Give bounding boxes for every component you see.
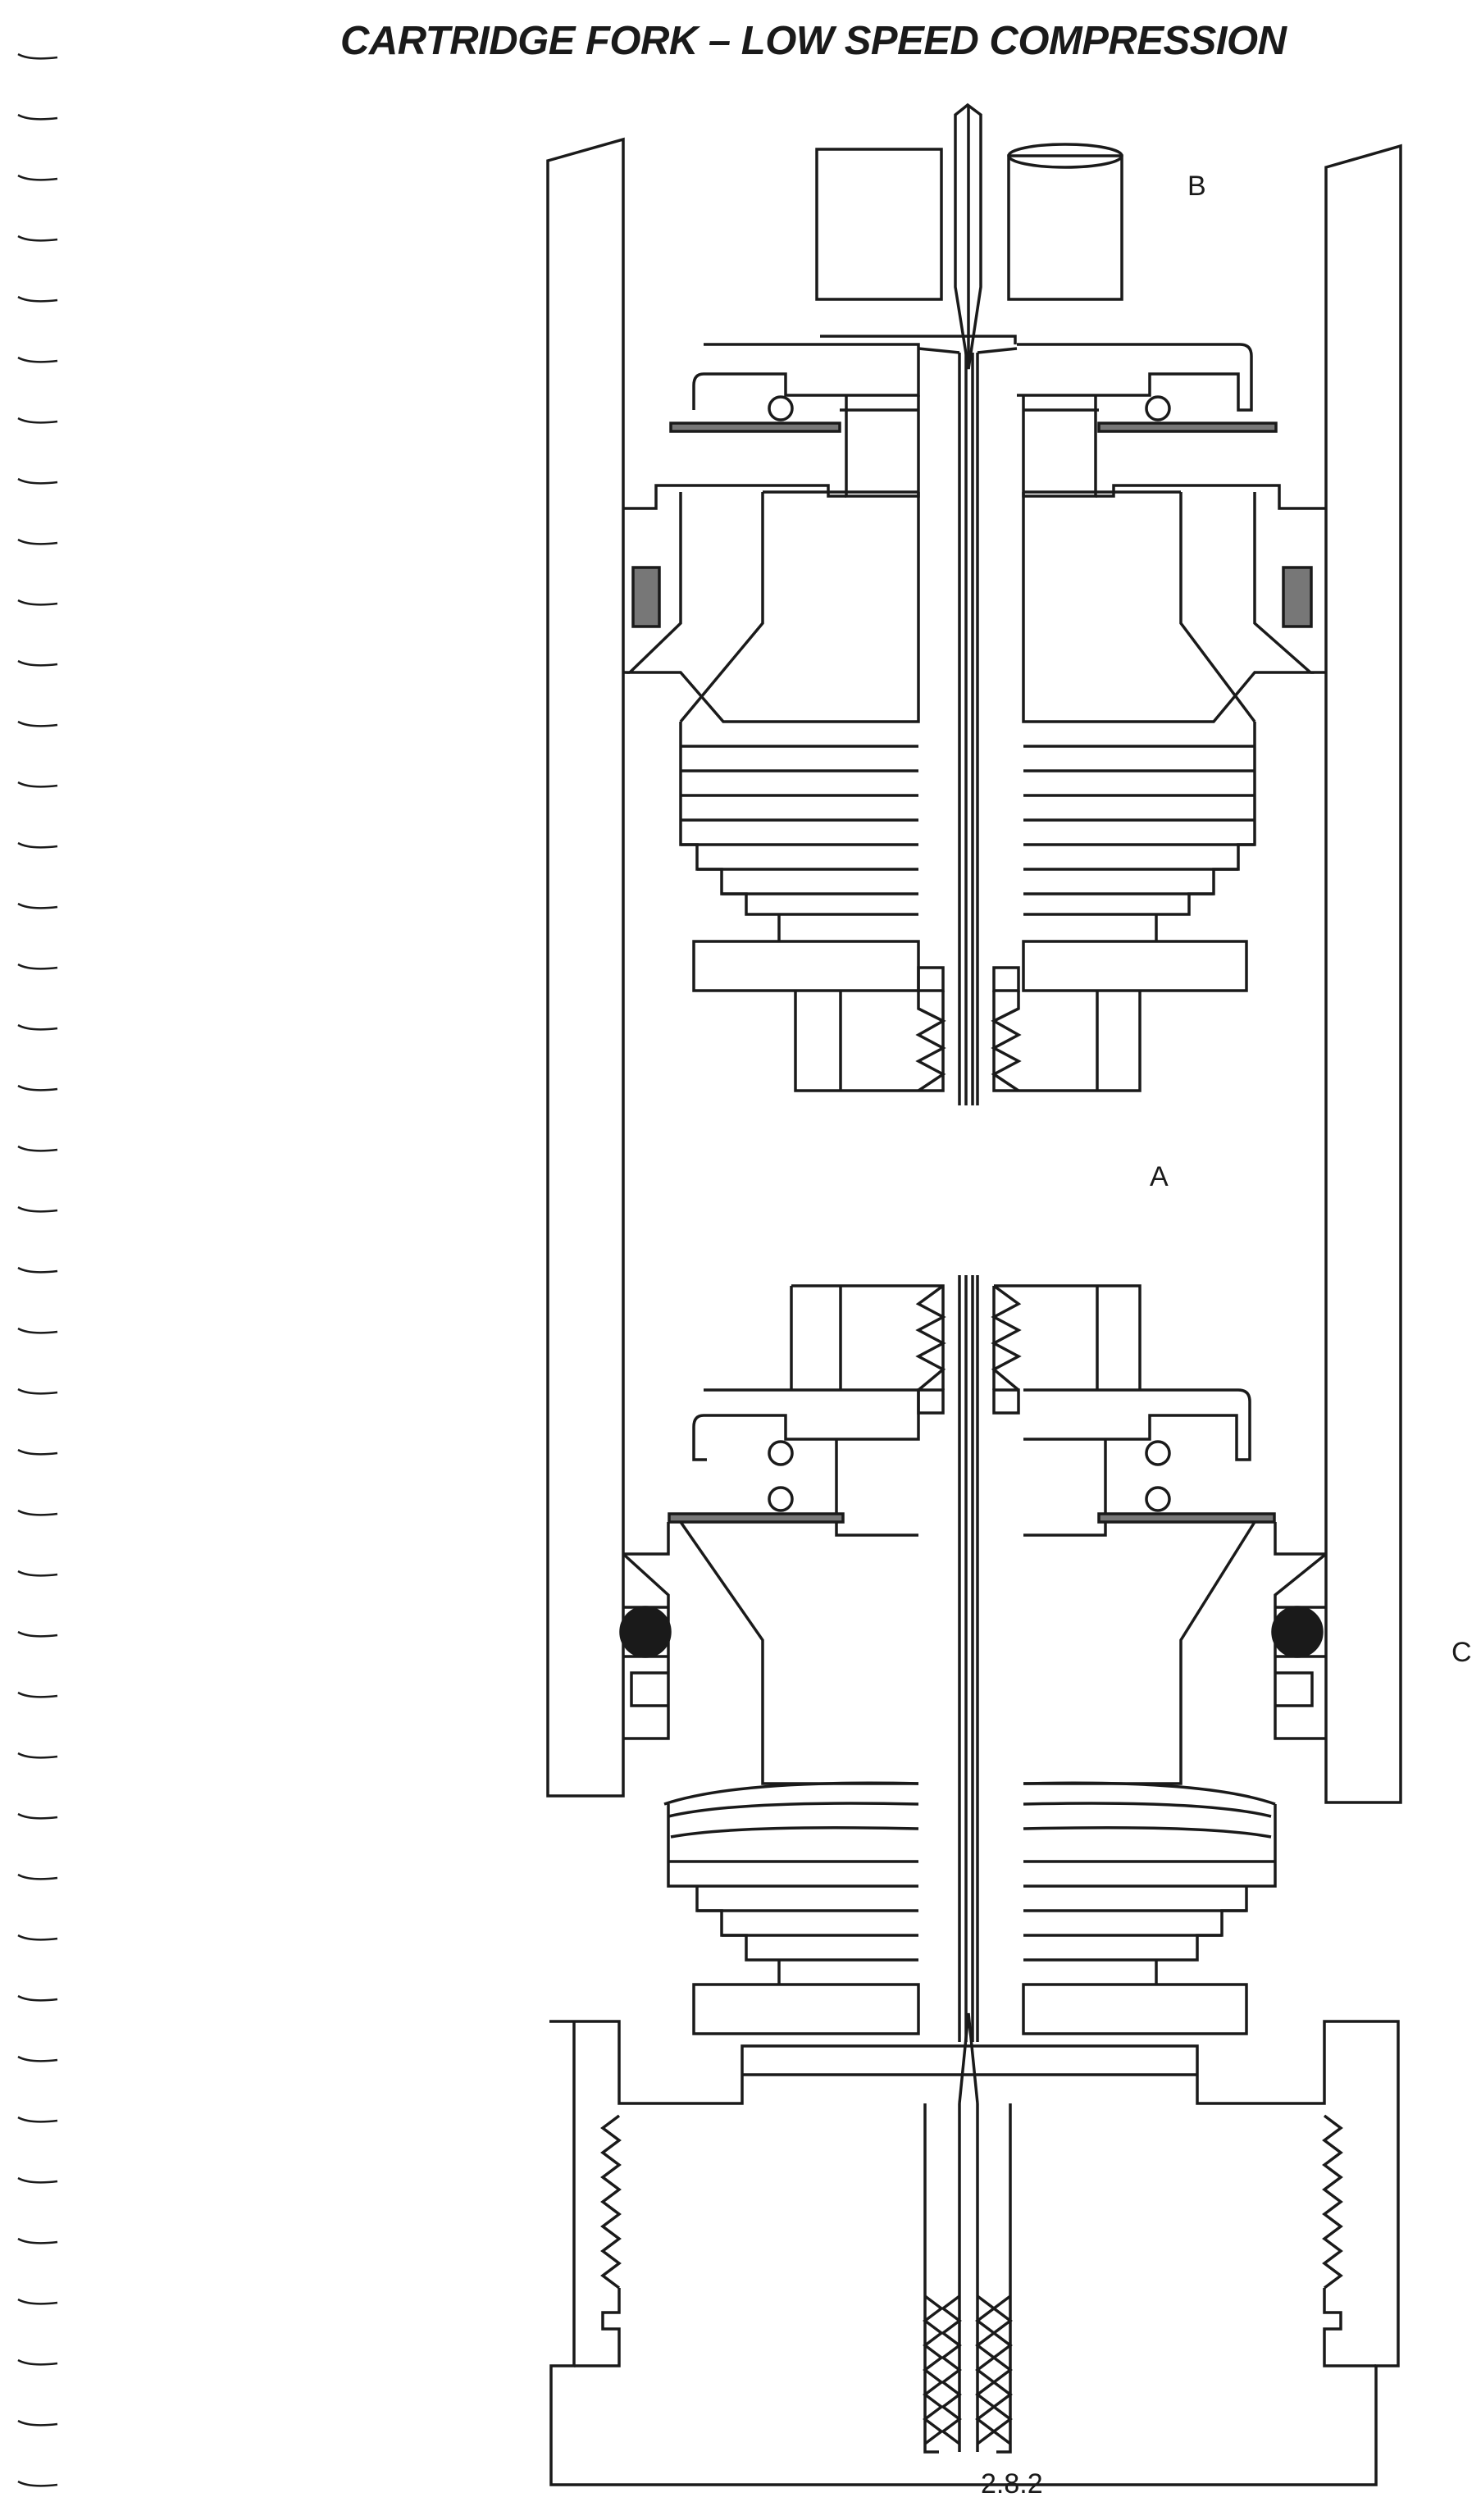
lower-threaded-nut	[790, 1284, 1142, 1415]
upper-piston-housing	[623, 335, 1326, 510]
central-shaft	[918, 347, 1018, 1105]
base-valve-body	[549, 2012, 1400, 2486]
callout-b: B	[1187, 171, 1206, 202]
binding-marks	[17, 52, 58, 2487]
lower-piston-housing	[668, 1388, 1276, 1537]
callout-a: A	[1150, 1161, 1169, 1192]
lower-central-shaft	[958, 1275, 979, 2042]
upper-threaded-nut	[794, 966, 1142, 1092]
top-cylinder	[815, 143, 1123, 301]
lower-shim-stack	[663, 1781, 1277, 2035]
adjuster-needle	[954, 103, 982, 370]
page-title: CARTRIDGE FORK – LOW SPEED COMPRESSION	[340, 19, 1287, 63]
left-fork-tube	[546, 137, 625, 1798]
right-fork-tube	[1324, 144, 1402, 1804]
upper-shim-stack	[679, 722, 1256, 992]
upper-piston	[623, 490, 1326, 723]
callout-c: C	[1451, 1637, 1472, 1668]
